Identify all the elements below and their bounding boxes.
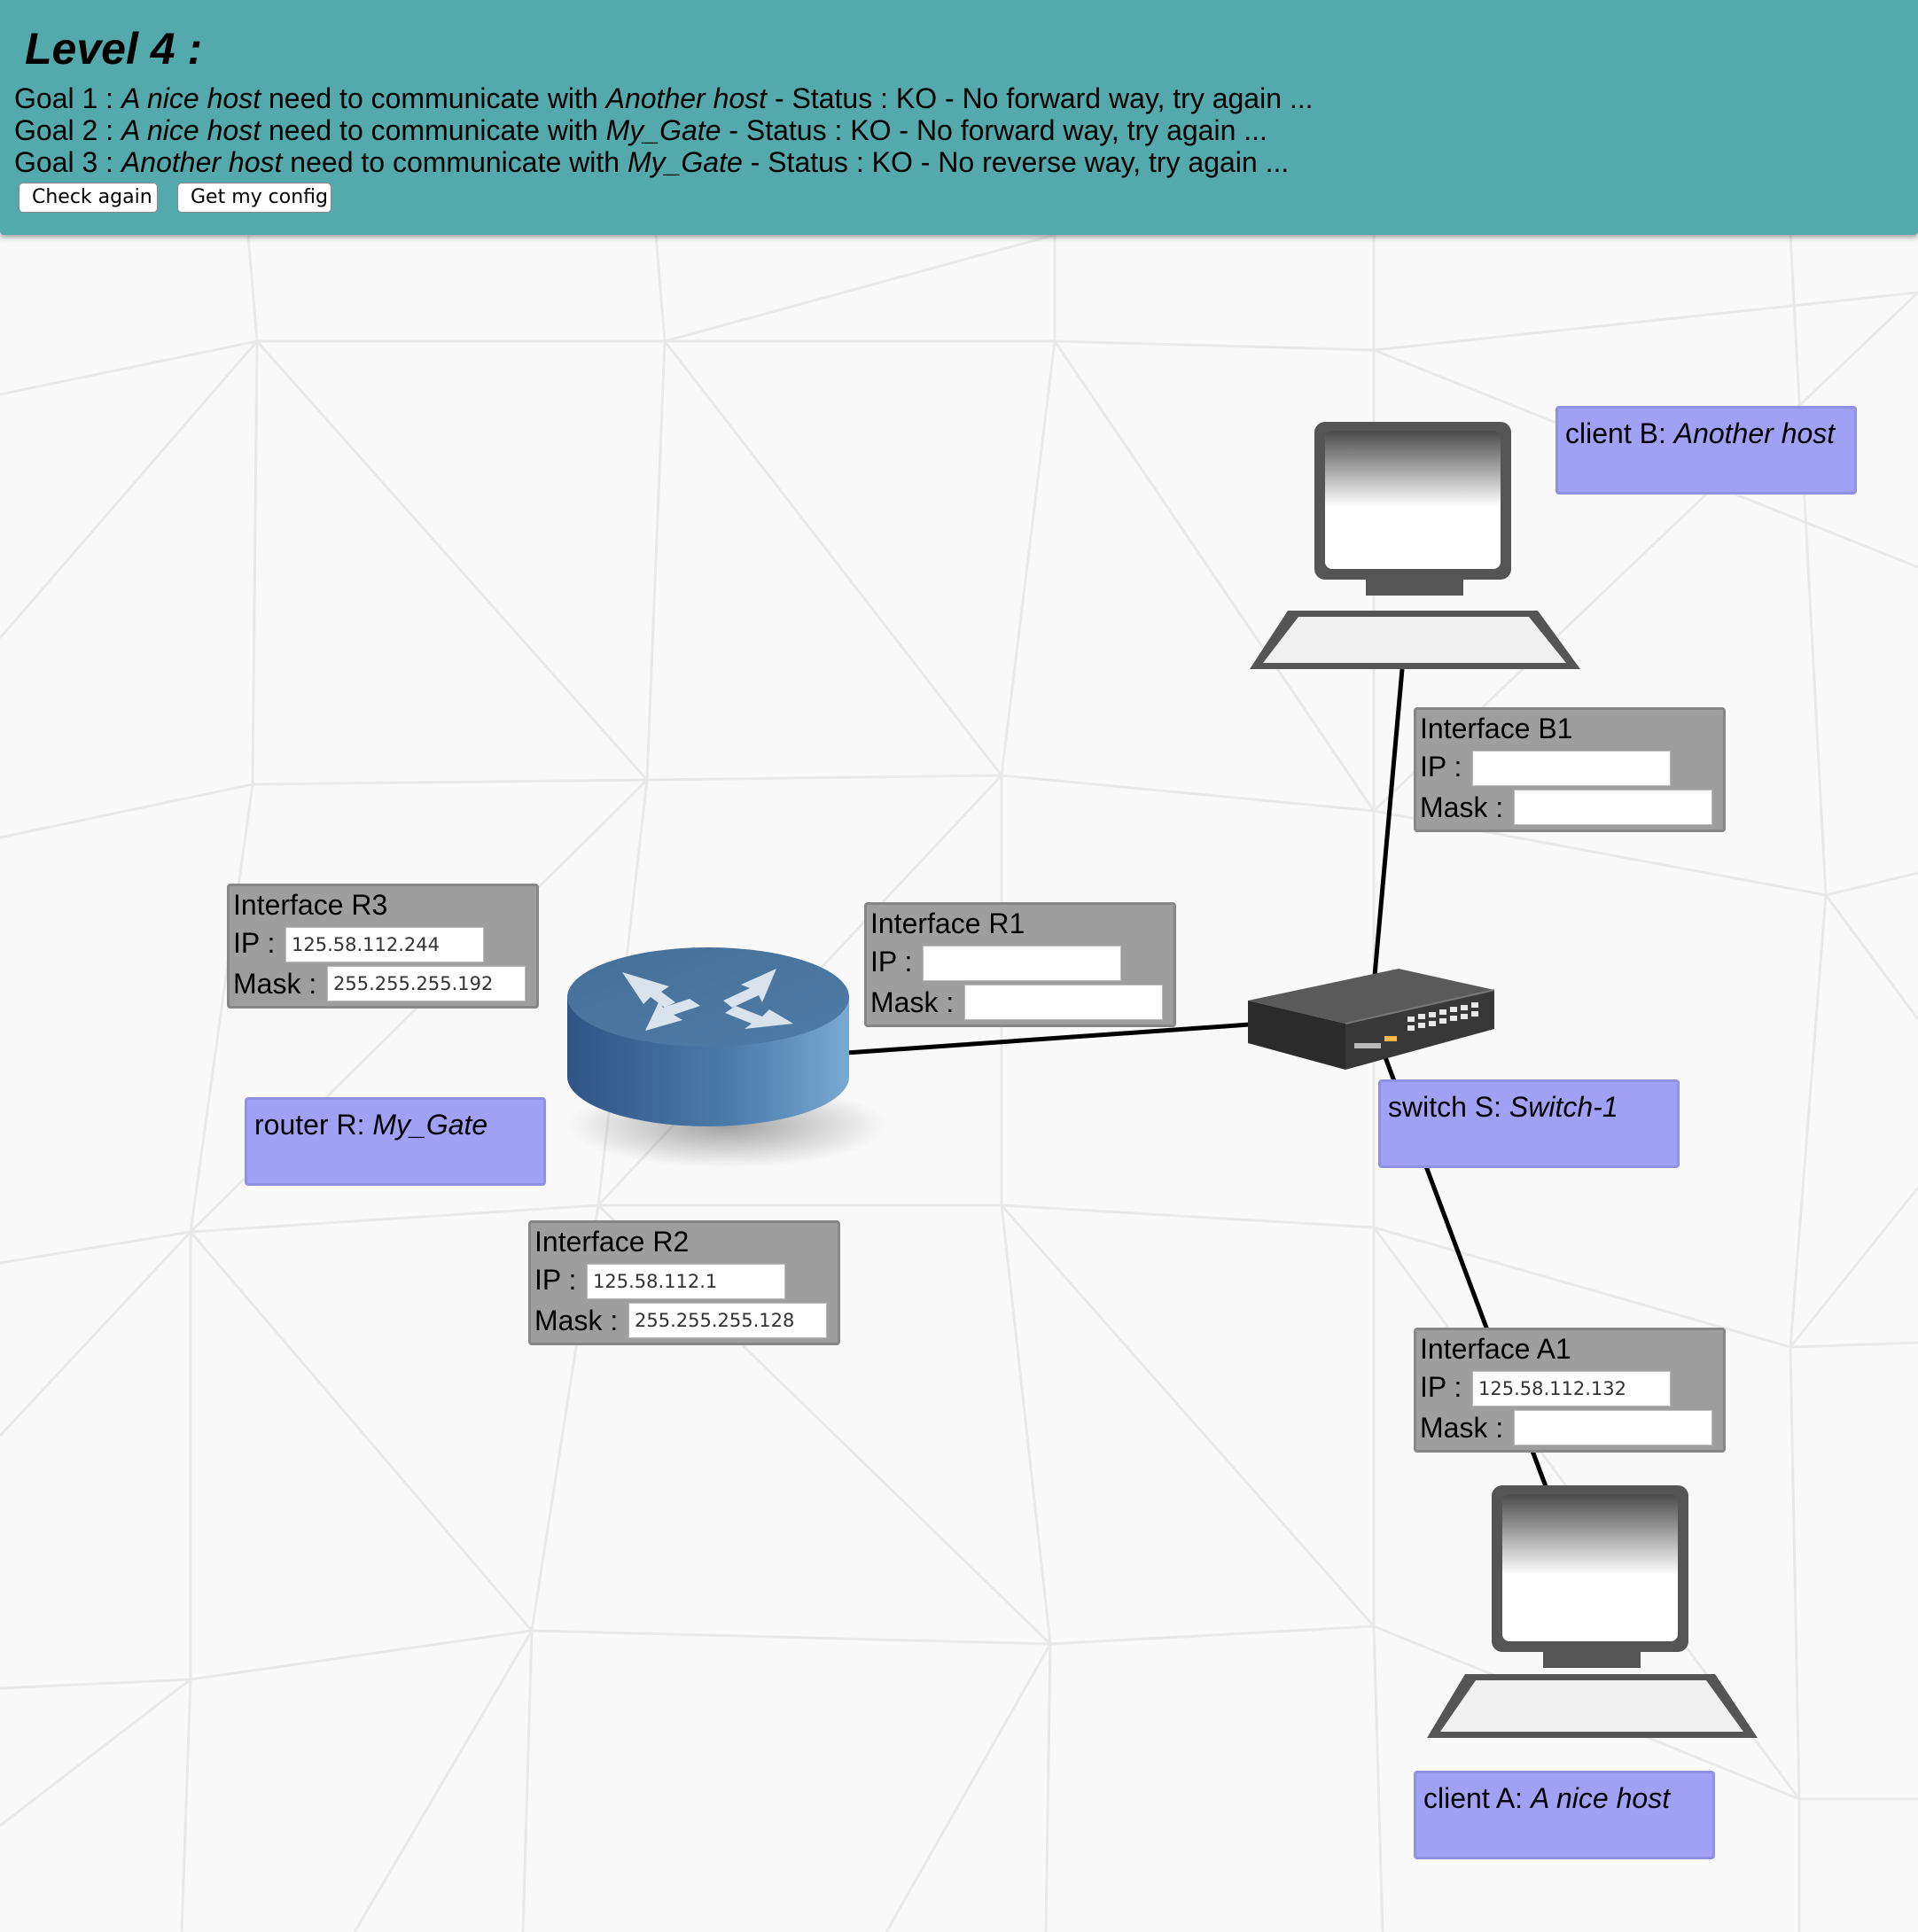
goal-1-prefix: Goal 1 : bbox=[14, 82, 121, 114]
interface-r3-mask-input[interactable] bbox=[327, 966, 526, 1001]
router-name: My_Gate bbox=[372, 1109, 488, 1141]
interface-a1-box: Interface A1 IP : Mask : bbox=[1414, 1328, 1726, 1453]
router-icon[interactable] bbox=[541, 935, 895, 1183]
interface-a1-mask-input[interactable] bbox=[1514, 1410, 1712, 1445]
interface-b1-title: Interface B1 bbox=[1420, 713, 1573, 744]
interface-r3-ip-label: IP : bbox=[233, 927, 276, 959]
switch-name-label: switch S: Switch-1 bbox=[1378, 1079, 1680, 1168]
interface-a1-title: Interface A1 bbox=[1420, 1333, 1571, 1365]
goal-2-target: My_Gate bbox=[605, 114, 721, 146]
client-b-kind: client B: bbox=[1565, 417, 1674, 449]
level-header: Level 4 : Goal 1 : A nice host need to c… bbox=[0, 0, 1918, 235]
client-b-name-label: client B: Another host bbox=[1555, 406, 1857, 495]
interface-b1-box: Interface B1 IP : Mask : bbox=[1414, 707, 1726, 832]
goal-1-status: - Status : KO - No forward way, try agai… bbox=[767, 82, 1314, 114]
goal-1-middle: need to communicate with bbox=[261, 82, 606, 114]
interface-r1-box: Interface R1 IP : Mask : bbox=[864, 902, 1176, 1027]
interface-r1-mask-label: Mask : bbox=[870, 986, 955, 1018]
goal-1-target: Another host bbox=[605, 82, 768, 114]
goal-2-source: A nice host bbox=[121, 114, 261, 146]
interface-r2-mask-input[interactable] bbox=[628, 1303, 827, 1338]
goal-3-prefix: Goal 3 : bbox=[14, 146, 121, 178]
interface-r1-title: Interface R1 bbox=[870, 908, 1025, 939]
interface-b1-mask-label: Mask : bbox=[1420, 791, 1504, 823]
goal-2-middle: need to communicate with bbox=[261, 114, 606, 146]
link-clientb-switch bbox=[1371, 668, 1405, 986]
interface-a1-mask-label: Mask : bbox=[1420, 1412, 1504, 1444]
interface-a1-ip-input[interactable] bbox=[1472, 1371, 1671, 1406]
interface-r2-box: Interface R2 IP : Mask : bbox=[528, 1220, 840, 1345]
interface-b1-ip-label: IP : bbox=[1420, 751, 1462, 783]
interface-r2-title: Interface R2 bbox=[534, 1226, 690, 1258]
client-a-name-label: client A: A nice host bbox=[1414, 1771, 1715, 1859]
check-again-button[interactable]: Check again bbox=[19, 183, 158, 213]
interface-r2-mask-label: Mask : bbox=[534, 1305, 619, 1336]
interface-r1-ip-label: IP : bbox=[870, 946, 913, 978]
client-a-name: A nice host bbox=[1530, 1782, 1671, 1814]
interface-r3-title: Interface R3 bbox=[233, 889, 388, 921]
goal-2-status: - Status : KO - No forward way, try agai… bbox=[721, 114, 1267, 146]
interface-r1-mask-input[interactable] bbox=[964, 985, 1163, 1020]
client-a-computer-icon[interactable] bbox=[1423, 1480, 1764, 1741]
interface-r2-ip-label: IP : bbox=[534, 1264, 577, 1296]
goal-2-prefix: Goal 2 : bbox=[14, 114, 121, 146]
interface-a1-ip-label: IP : bbox=[1420, 1371, 1462, 1403]
interface-r3-mask-label: Mask : bbox=[233, 968, 317, 1000]
goal-3: Goal 3 : Another host need to communicat… bbox=[14, 146, 1289, 178]
client-b-computer-icon[interactable] bbox=[1245, 417, 1587, 678]
goal-1-source: A nice host bbox=[121, 82, 261, 114]
router-kind: router R: bbox=[254, 1109, 373, 1141]
interface-r3-ip-input[interactable] bbox=[285, 927, 484, 962]
client-a-kind: client A: bbox=[1423, 1782, 1531, 1814]
goal-3-status: - Status : KO - No reverse way, try agai… bbox=[742, 146, 1290, 178]
switch-icon[interactable] bbox=[1241, 962, 1498, 1086]
goal-3-source: Another host bbox=[121, 146, 283, 178]
interface-b1-mask-input[interactable] bbox=[1514, 790, 1712, 825]
goal-2: Goal 2 : A nice host need to communicate… bbox=[14, 114, 1267, 146]
interface-r2-ip-input[interactable] bbox=[587, 1264, 785, 1299]
interface-r1-ip-input[interactable] bbox=[923, 946, 1121, 981]
level-title: Level 4 : bbox=[25, 24, 203, 74]
switch-kind: switch S: bbox=[1388, 1091, 1509, 1123]
goal-1: Goal 1 : A nice host need to communicate… bbox=[14, 82, 1314, 114]
get-config-button[interactable]: Get my config bbox=[177, 183, 331, 213]
goal-3-target: My_Gate bbox=[627, 146, 743, 178]
goal-3-middle: need to communicate with bbox=[282, 146, 628, 178]
interface-b1-ip-input[interactable] bbox=[1472, 751, 1671, 786]
client-b-name: Another host bbox=[1673, 417, 1836, 449]
router-name-label: router R: My_Gate bbox=[245, 1097, 546, 1186]
link-router-switch bbox=[846, 1022, 1251, 1056]
switch-name: Switch-1 bbox=[1509, 1091, 1618, 1123]
interface-r3-box: Interface R3 IP : Mask : bbox=[227, 884, 539, 1009]
